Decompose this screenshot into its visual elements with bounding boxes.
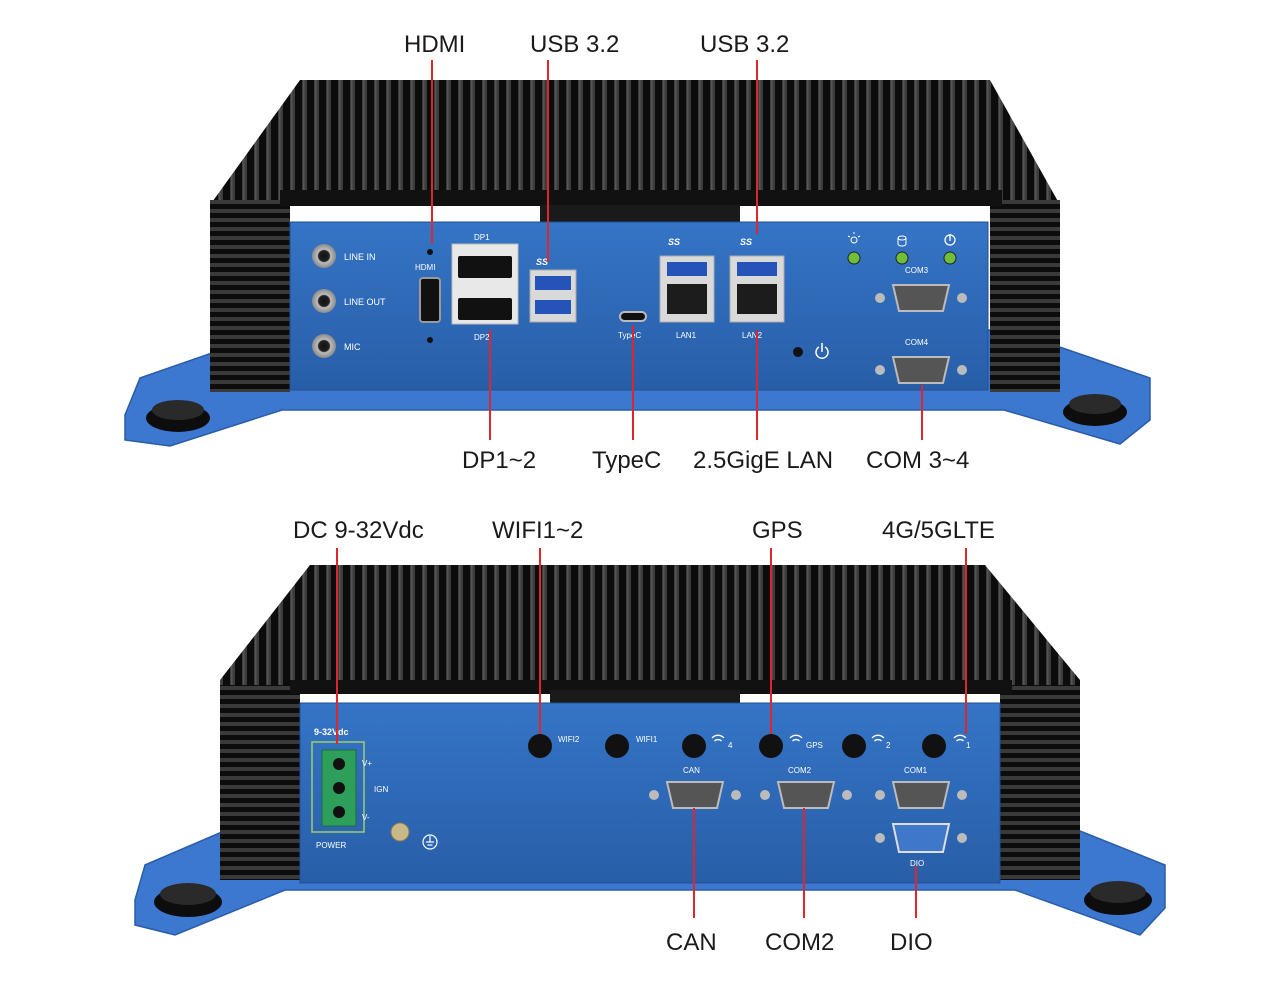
callout-typec: TypeC [592,447,661,474]
dp2-label: DP2 [474,333,490,342]
wifi-icon [711,734,725,742]
status-leds [847,232,957,265]
rear-callout-lines [336,548,967,918]
antenna-gps: GPS [759,734,823,758]
dp-ports: DP1 DP2 [451,233,519,342]
com2-panel-label: COM2 [788,766,812,775]
can-port: CAN [649,766,741,809]
front-io-panel [289,221,989,391]
mic-label: MIC [344,342,361,352]
callout-hdmi: HDMI [404,31,465,58]
ant1-label: 1 [966,741,971,750]
line-out-label: LINE OUT [344,297,386,307]
com4-port: COM4 [875,338,967,384]
callout-wifi: WIFI1~2 [492,517,583,544]
lan2-label: LAN2 [742,331,763,340]
front-unit: LINE IN LINE OUT MIC HDMI DP1 DP2 SS [124,80,1151,447]
callout-com: COM 3~4 [866,447,969,474]
callout-usb-a: USB 3.2 [530,31,619,58]
mic-jack: MIC [312,334,361,358]
vminus-label: V- [362,813,370,822]
com1-port: COM1 [875,766,967,809]
usb-stack-a: SS [529,257,577,323]
lan2-stack: SS LAN2 [729,237,785,340]
vplus-label: V+ [362,759,372,768]
front-heatsink [210,80,1060,392]
lan1-stack: SS LAN1 [659,237,715,340]
rear-foot-right [1084,881,1152,915]
gps-panel-label: GPS [806,741,823,750]
com3-label: COM3 [905,266,929,275]
wifi2-label: WIFI2 [558,735,580,744]
wifi1-label: WIFI1 [636,735,658,744]
power-label: POWER [316,841,346,850]
antenna-lte-4: 4 [682,734,733,758]
callout-usb-b: USB 3.2 [700,31,789,58]
front-callout-lines [431,60,923,440]
ign-label: IGN [374,785,388,794]
power-icon [815,343,829,359]
callout-com2: COM2 [765,929,834,956]
antenna-lte-1: 1 [922,734,971,758]
callout-dp: DP1~2 [462,447,536,474]
dc-terminal-block: 9-32Vdc V+ IGN V- POWER [311,727,388,850]
callout-can: CAN [666,929,717,956]
dp1-label: DP1 [474,233,490,242]
power-led-icon [944,234,956,246]
dio-panel-label: DIO [910,859,924,868]
storage-icon [897,235,907,247]
rear-heatsink [220,565,1080,880]
lan1-label: LAN1 [676,331,697,340]
hdmi-port: HDMI [415,249,441,343]
led-indicator-icon [847,232,861,244]
callout-dc: DC 9-32Vdc [293,517,424,544]
com4-label: COM4 [905,338,929,347]
callout-lan: 2.5GigE LAN [693,447,833,474]
rear-callouts: DC 9-32Vdc WIFI1~2 GPS 4G/5GLTE CAN COM2… [293,517,995,956]
vdc-label: 9-32Vdc [314,727,349,737]
hdmi-panel-label: HDMI [415,263,435,272]
ground-icon [422,834,438,850]
callout-dio: DIO [890,929,933,956]
lte1-signal-icon [953,734,967,742]
line-out-jack: LINE OUT [312,289,386,313]
ground-screw [390,822,438,850]
line-in-jack: LINE IN [312,244,376,268]
ss-logo-a: SS [536,257,548,267]
ss-logo-b: SS [668,237,680,247]
front-foot-left [146,400,210,432]
ant2-label: 2 [886,741,891,750]
lte2-signal-icon [871,734,885,742]
com3-port: COM3 [875,266,967,312]
front-foot-right [1063,394,1127,426]
callout-gps: GPS [752,517,803,544]
power-button [793,343,829,359]
typec-panel-label: TypeC [618,331,641,340]
com2-port: COM2 [760,766,852,809]
antenna-wifi1: WIFI1 [605,734,658,758]
ss-logo-c: SS [740,237,752,247]
line-in-label: LINE IN [344,252,376,262]
antenna-wifi2: WIFI2 [528,734,580,758]
front-callouts: HDMI USB 3.2 USB 3.2 DP1~2 TypeC 2.5GigE… [404,31,969,474]
antenna-lte-2: 2 [842,734,891,758]
rear-foot-left [154,883,222,917]
can-panel-label: CAN [683,766,700,775]
dio-port: DIO [875,823,967,868]
callout-lte: 4G/5GLTE [882,517,995,544]
gps-signal-icon [789,734,803,742]
typec-port: TypeC [618,311,647,340]
rear-unit: 9-32Vdc V+ IGN V- POWER WIFI2 [134,565,1166,936]
ant4-label: 4 [728,741,733,750]
com1-panel-label: COM1 [904,766,928,775]
